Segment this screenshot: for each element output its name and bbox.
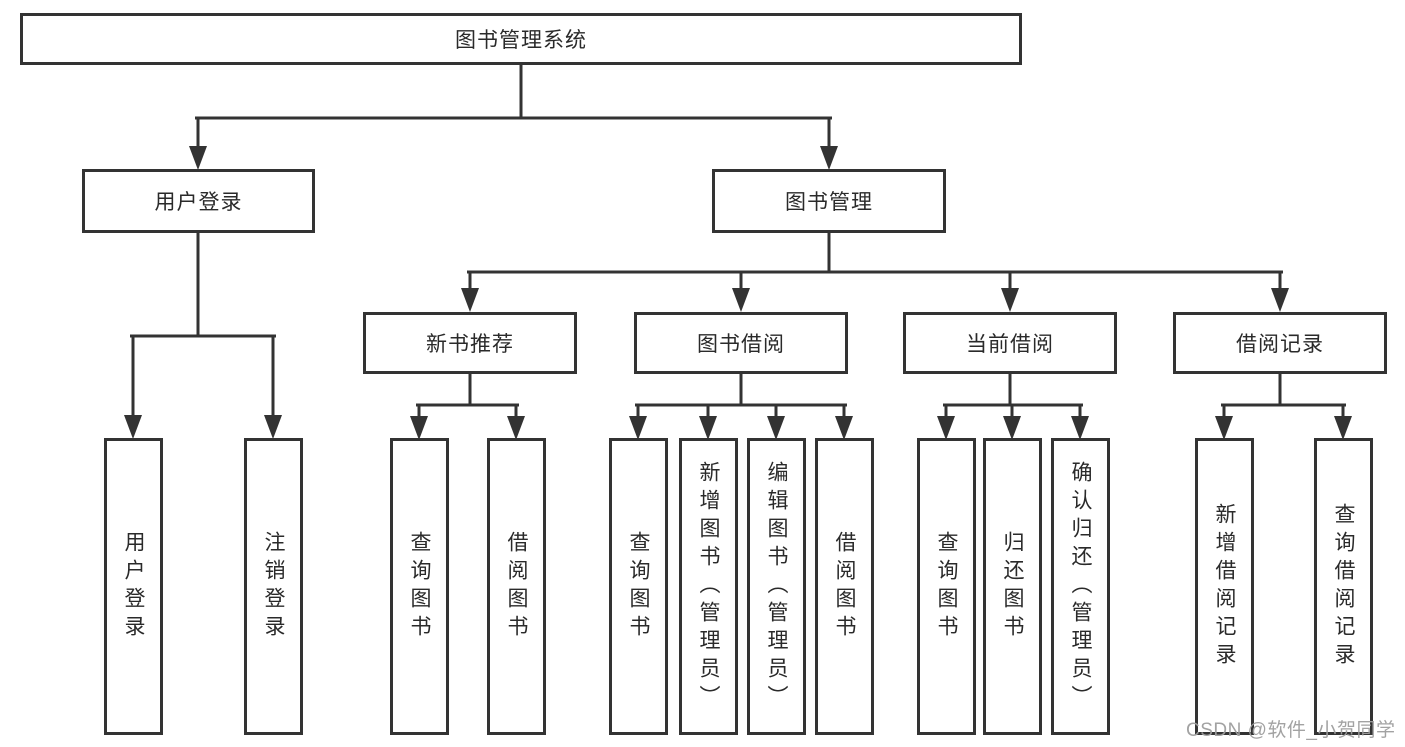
leaf-add-book-admin-label: 新增图书（管理员） <box>697 460 721 713</box>
arrow-down-icon <box>767 416 785 440</box>
node-borrow-records: 借阅记录 <box>1173 312 1387 374</box>
connector-bookmgmt-to-level3 <box>467 231 1283 294</box>
arrow-down-icon <box>937 416 955 440</box>
leaf-query-borrow-record: 查询借阅记录 <box>1314 438 1373 735</box>
arrow-down-icon <box>732 288 750 312</box>
arrow-down-icon <box>189 146 207 170</box>
arrow-down-icon <box>699 416 717 440</box>
leaf-edit-book-admin: 编辑图书（管理员） <box>747 438 806 735</box>
arrow-down-icon <box>629 416 647 440</box>
leaf-edit-book-admin-label: 编辑图书（管理员） <box>765 460 789 713</box>
node-user-login-label: 用户登录 <box>154 191 243 214</box>
arrow-down-icon <box>1071 416 1089 440</box>
leaf-query-books-recommend-label: 查询图书 <box>408 530 432 643</box>
node-borrow-records-label: 借阅记录 <box>1236 333 1324 356</box>
leaf-add-borrow-record-label: 新增借阅记录 <box>1213 502 1237 671</box>
node-book-borrow: 图书借阅 <box>634 312 848 374</box>
arrow-down-icon <box>1215 416 1233 440</box>
arrow-down-icon <box>820 146 838 170</box>
leaf-confirm-return-admin: 确认归还（管理员） <box>1051 438 1110 735</box>
connector-borrowrecords-to-leaves <box>1221 372 1346 422</box>
leaf-query-books-recommend: 查询图书 <box>390 438 449 735</box>
node-root-label: 图书管理系统 <box>455 29 587 52</box>
node-root: 图书管理系统 <box>20 13 1022 65</box>
node-current-borrow: 当前借阅 <box>903 312 1117 374</box>
leaf-query-books-current-label: 查询图书 <box>935 530 959 643</box>
arrow-down-icon <box>835 416 853 440</box>
leaf-borrow-books-recommend-label: 借阅图书 <box>505 530 529 643</box>
arrow-down-icon <box>1003 416 1021 440</box>
connector-newbook-to-leaves <box>416 372 519 422</box>
leaf-query-borrow-record-label: 查询借阅记录 <box>1332 502 1356 671</box>
node-user-login: 用户登录 <box>82 169 315 233</box>
leaf-return-book: 归还图书 <box>983 438 1042 735</box>
node-book-management: 图书管理 <box>712 169 946 233</box>
arrow-down-icon <box>410 416 428 440</box>
arrow-down-icon <box>1271 288 1289 312</box>
node-current-borrow-label: 当前借阅 <box>966 333 1054 356</box>
arrow-down-icon <box>1334 416 1352 440</box>
connector-currentborrow-to-leaves <box>943 372 1083 422</box>
leaf-borrow-books: 借阅图书 <box>815 438 874 735</box>
node-book-borrow-label: 图书借阅 <box>697 333 785 356</box>
arrow-down-icon <box>1001 288 1019 312</box>
connector-root-to-level2 <box>195 63 832 152</box>
leaf-logout: 注销登录 <box>244 438 303 735</box>
arrowheads <box>124 146 1352 440</box>
leaf-logout-label: 注销登录 <box>262 530 286 643</box>
arrow-down-icon <box>264 415 282 439</box>
leaf-add-book-admin: 新增图书（管理员） <box>679 438 738 735</box>
leaf-borrow-books-label: 借阅图书 <box>833 530 857 643</box>
leaf-user-login: 用户登录 <box>104 438 163 735</box>
leaf-query-books-borrow: 查询图书 <box>609 438 668 735</box>
arrow-down-icon <box>124 415 142 439</box>
leaf-user-login-label: 用户登录 <box>122 530 146 643</box>
leaf-return-book-label: 归还图书 <box>1001 530 1025 643</box>
node-book-management-label: 图书管理 <box>785 191 873 214</box>
arrow-down-icon <box>461 288 479 312</box>
leaf-query-books-current: 查询图书 <box>917 438 976 735</box>
leaf-borrow-books-recommend: 借阅图书 <box>487 438 546 735</box>
arrow-down-icon <box>507 416 525 440</box>
watermark: CSDN @软件_小贺同学 <box>1186 720 1396 741</box>
leaf-query-books-borrow-label: 查询图书 <box>627 530 651 643</box>
leaf-add-borrow-record: 新增借阅记录 <box>1195 438 1254 735</box>
node-new-book-recommend: 新书推荐 <box>363 312 577 374</box>
connector-userlogin-to-leaves <box>130 231 276 421</box>
connector-bookborrow-to-leaves <box>635 372 847 422</box>
node-new-book-recommend-label: 新书推荐 <box>426 333 514 356</box>
leaf-confirm-return-admin-label: 确认归还（管理员） <box>1069 460 1093 713</box>
